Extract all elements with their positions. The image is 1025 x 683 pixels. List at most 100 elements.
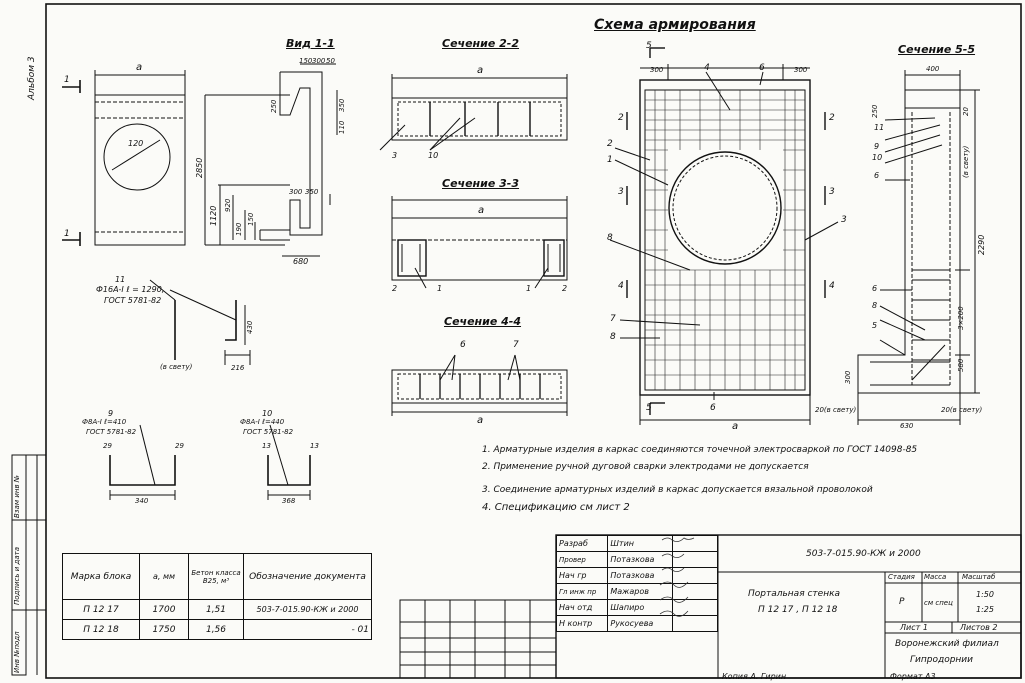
scheme-pos2: 2 bbox=[607, 139, 613, 149]
stage-value: Р bbox=[899, 597, 905, 607]
scheme-cut4-left: 4 bbox=[618, 281, 624, 291]
scheme-dim-300-right: 300 bbox=[794, 66, 808, 74]
note-4: 4. Спецификацию см лист 2 bbox=[482, 502, 630, 513]
scheme-pos7: 7 bbox=[610, 314, 616, 324]
vid11-dim: 300 bbox=[312, 57, 326, 65]
scale-value-1: 1:50 bbox=[976, 590, 994, 599]
scheme-pos4: 4 bbox=[704, 63, 710, 73]
scheme-cut5-bottom: 5 bbox=[646, 403, 652, 413]
mass-header: Масса bbox=[924, 573, 947, 581]
scale-header: Масштаб bbox=[962, 573, 996, 581]
scheme-pos3: 3 bbox=[841, 215, 847, 225]
vid11-dim: 680 bbox=[293, 257, 309, 266]
bar9-dim29a: 29 bbox=[103, 442, 112, 450]
sec55-pos11: 11 bbox=[874, 123, 885, 132]
sec55-pos6b: 6 bbox=[872, 284, 878, 293]
bar11-spec2: ГОСТ 5781-82 bbox=[104, 296, 162, 305]
scheme-pos6-top: 6 bbox=[759, 63, 765, 73]
mass-value: см спец bbox=[924, 599, 953, 607]
scheme-dim-300-left: 300 bbox=[650, 66, 664, 74]
sec33-pos1-right: 1 bbox=[526, 284, 532, 293]
bar11-spec1: Ф16А-I ℓ = 1290, bbox=[96, 285, 165, 294]
section22-title: Сечение 2-2 bbox=[442, 37, 520, 50]
sec33-a: a bbox=[478, 205, 485, 216]
front-cut-mark-bottom: 1 bbox=[64, 229, 70, 239]
bar9-title: 9 bbox=[108, 409, 114, 418]
bar9-sketch bbox=[109, 424, 176, 500]
marks-table: Марка блока a, мм Бетон класса В25, м³ О… bbox=[62, 553, 372, 640]
sec55-dim400: 400 bbox=[926, 65, 940, 73]
vid11-dim: 350 bbox=[305, 188, 319, 196]
scheme-cut2-right: 2 bbox=[829, 113, 835, 123]
bar9-spec1: Ф8А-I ℓ=410 bbox=[82, 418, 127, 426]
vid11-dim: 150 bbox=[299, 57, 313, 65]
sheet-number: Лист 1 bbox=[900, 623, 928, 632]
sec33-pos1-left: 1 bbox=[437, 284, 443, 293]
paper-format: Формат А3 bbox=[890, 672, 936, 681]
section33 bbox=[391, 196, 568, 289]
sec33-pos2-left: 2 bbox=[392, 284, 398, 293]
sec44-pos7: 7 bbox=[513, 340, 519, 350]
scheme-pos8-a: 8 bbox=[607, 233, 613, 243]
product-name-line1: Портальная стенка bbox=[748, 589, 841, 599]
bar9-dim29b: 29 bbox=[175, 442, 184, 450]
bar11-title: 11 bbox=[115, 275, 126, 284]
scale-value-2: 1:25 bbox=[976, 605, 994, 614]
marks-cell: - 01 bbox=[243, 619, 372, 640]
vid11-view bbox=[204, 63, 338, 257]
sec55-dim630: 630 bbox=[900, 422, 914, 430]
org-line2: Гипродорнии bbox=[910, 655, 973, 665]
stage-header: Стадия bbox=[888, 573, 915, 581]
front-view bbox=[62, 70, 186, 246]
sec33-pos2-right: 2 bbox=[562, 284, 568, 293]
section44-title: Сечение 4-4 bbox=[444, 315, 522, 328]
doc-code: 503-7-015.90-КЖ и 2000 bbox=[806, 549, 921, 559]
scheme-pos8-b: 8 bbox=[610, 332, 616, 342]
org-line1: Воронежский филиал bbox=[895, 639, 999, 649]
section55 bbox=[857, 70, 980, 425]
product-name-line2: П 12 17 , П 12 18 bbox=[758, 605, 838, 615]
scheme-cut3-left: 3 bbox=[618, 187, 624, 197]
marks-cell: 1750 bbox=[139, 619, 189, 640]
sec44-pos6: 6 bbox=[460, 340, 466, 350]
bar11-dim216: 216 bbox=[231, 364, 245, 372]
sec22-pos3: 3 bbox=[392, 151, 398, 160]
scheme-cut4-right: 4 bbox=[829, 281, 835, 291]
sec55-pos8: 8 bbox=[872, 301, 878, 310]
vid11-dim: 300 bbox=[289, 188, 303, 196]
note-2: 2. Применение ручной дуговой сварки элек… bbox=[482, 462, 809, 472]
sec55-clear: 20(в свету) bbox=[941, 406, 983, 414]
marks-header: Марка блока bbox=[62, 553, 140, 600]
bar10-title: 10 bbox=[262, 409, 273, 418]
bar10-dim13a: 13 bbox=[262, 442, 271, 450]
scheme-pos1: 1 bbox=[607, 155, 613, 165]
sec55-pos6: 6 bbox=[874, 171, 880, 180]
section55-title: Сечение 5-5 bbox=[898, 43, 976, 56]
scheme-cut5-top: 5 bbox=[646, 41, 652, 51]
section44 bbox=[391, 354, 568, 416]
front-a-dim: a bbox=[136, 62, 143, 73]
bar10-dim13b: 13 bbox=[310, 442, 319, 450]
section22 bbox=[379, 74, 568, 151]
note-3: 3. Соединение арматурных изделий в карка… bbox=[482, 485, 873, 495]
signature-scribble bbox=[661, 537, 695, 542]
role: Н контр bbox=[555, 615, 609, 632]
sec55-pos5: 5 bbox=[872, 321, 878, 330]
copied-by: Копия А. Гирин bbox=[722, 672, 787, 681]
bar9-dim340: 340 bbox=[135, 497, 149, 505]
front-circle-dim: 120 bbox=[128, 139, 144, 148]
bar10-sketch bbox=[267, 424, 311, 500]
sec55-pos10: 10 bbox=[872, 153, 883, 162]
section33-title: Сечение 3-3 bbox=[442, 177, 520, 190]
bar10-spec2: ГОСТ 5781-82 bbox=[243, 428, 294, 436]
vid11-dim: 50 bbox=[326, 57, 335, 65]
sec22-a: a bbox=[477, 65, 484, 76]
marks-header: a, мм bbox=[139, 553, 189, 600]
vid11-title: Вид 1-1 bbox=[286, 37, 335, 50]
note-1: 1. Арматурные изделия в каркас соединяют… bbox=[482, 445, 918, 455]
sheet-title: Схема армирования bbox=[594, 17, 756, 33]
